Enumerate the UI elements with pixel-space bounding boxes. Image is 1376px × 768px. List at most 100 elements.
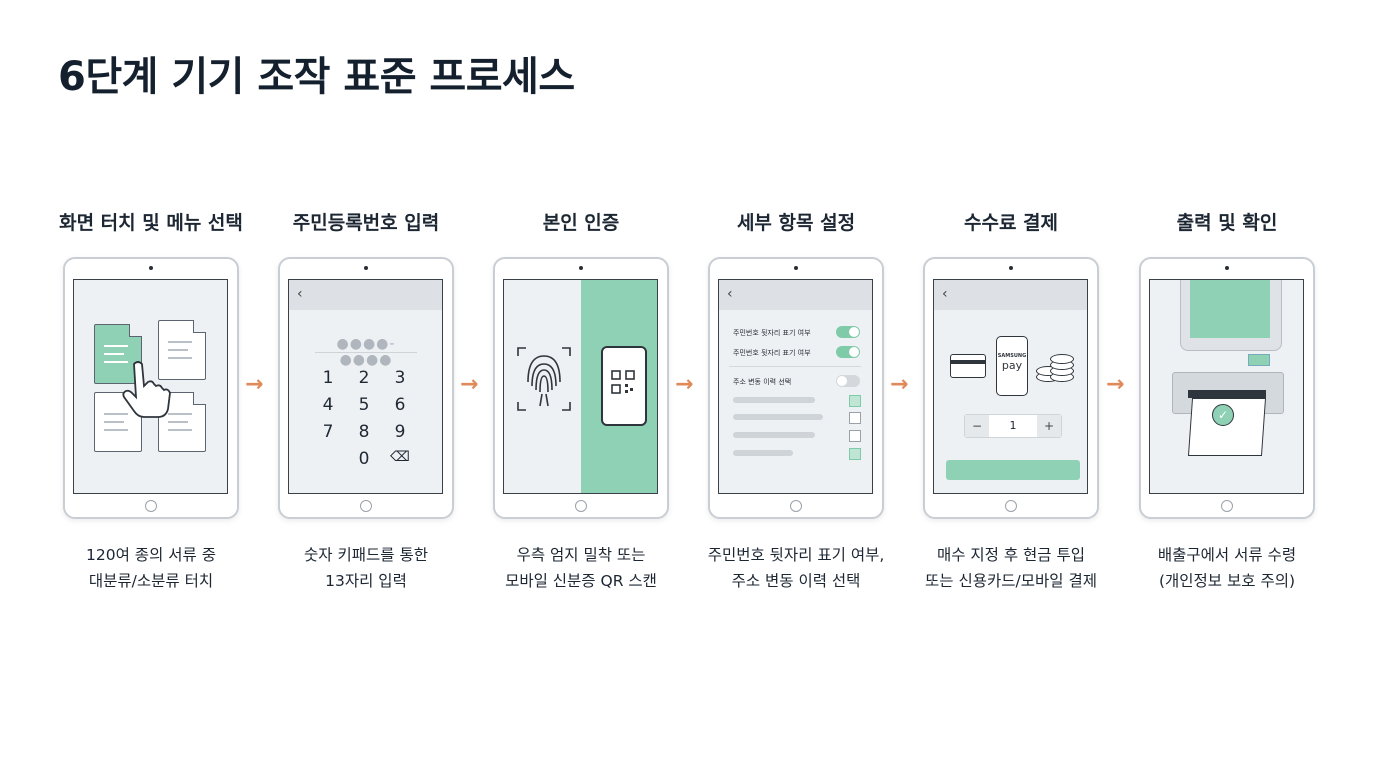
- camera-dot: [364, 266, 368, 270]
- desc-line: 또는 신용카드/모바일 결제: [925, 572, 1097, 590]
- step-description: 주민번호 뒷자리 표기 여부, 주소 변동 이력 선택: [678, 542, 914, 594]
- key-2[interactable]: 2: [358, 368, 370, 388]
- desc-line: 매수 지정 후 현금 투입: [936, 546, 1086, 564]
- checkbox[interactable]: [849, 430, 861, 442]
- page-title: 6단계 기기 조작 표준 프로세스: [58, 54, 575, 100]
- key-6[interactable]: 6: [394, 395, 406, 415]
- key-0[interactable]: 0: [358, 449, 370, 469]
- tablet: ‹ 주민번호 뒷자리 표기 여부 주민번호 뒷자리 표기 여부 주소 변동 이력…: [708, 257, 884, 519]
- tablet-screen: [73, 279, 228, 494]
- back-chevron-icon[interactable]: ‹: [727, 286, 733, 302]
- option-bar: [733, 432, 815, 438]
- toggle-on[interactable]: [836, 326, 860, 338]
- samsung-pay-icon[interactable]: SAMSUNG pay: [996, 336, 1028, 396]
- top-bar: ‹: [289, 280, 442, 310]
- desc-line: 120여 종의 서류 중: [86, 546, 216, 564]
- step-title: 화면 터치 및 메뉴 선택: [59, 212, 243, 234]
- key-9[interactable]: 9: [394, 422, 406, 442]
- tablet-screen: ‹ SAMSUNG pay − 1 +: [933, 279, 1088, 494]
- checkbox-checked[interactable]: [849, 395, 861, 407]
- checkbox-checked[interactable]: [849, 448, 861, 460]
- touch-hand-icon: [122, 361, 171, 418]
- key-5[interactable]: 5: [358, 395, 370, 415]
- check-icon: ✓: [1212, 404, 1234, 426]
- tablet-screen: ✓: [1149, 279, 1304, 494]
- arrow-right-icon: →: [675, 372, 694, 397]
- step-title: 수수료 결제: [963, 212, 1058, 234]
- quantity-value: 1: [1009, 419, 1017, 432]
- home-button[interactable]: [1221, 500, 1233, 512]
- step-5: 수수료 결제 ‹ SAMSUNG pay − 1 +: [923, 0, 1099, 768]
- desc-line: 주민번호 뒷자리 표기 여부,: [707, 546, 885, 564]
- kiosk-indicator: [1248, 354, 1270, 366]
- plus-button[interactable]: +: [1037, 415, 1061, 437]
- pay-word: pay: [1001, 359, 1023, 372]
- pin-underline: [315, 352, 417, 353]
- quantity-stepper[interactable]: − 1 +: [964, 414, 1062, 438]
- camera-dot: [149, 266, 153, 270]
- step-description: 우측 엄지 밀착 또는 모바일 신분증 QR 스캔: [463, 542, 699, 594]
- step-title: 출력 및 확인: [1176, 212, 1278, 234]
- step-title: 세부 항목 설정: [736, 212, 856, 234]
- tablet-screen: [503, 279, 658, 494]
- option-bar: [733, 450, 793, 456]
- arrow-right-icon: →: [460, 372, 479, 397]
- desc-line: 주소 변동 이력 선택: [731, 572, 861, 590]
- kiosk-screen: [1190, 280, 1270, 338]
- step-4: 세부 항목 설정 ‹ 주민번호 뒷자리 표기 여부 주민번호 뒷자리 표기 여부…: [708, 0, 885, 768]
- home-button[interactable]: [145, 500, 157, 512]
- desc-line: 13자리 입력: [325, 572, 407, 590]
- step-description: 배출구에서 서류 수령 (개인정보 보호 주의): [1109, 542, 1345, 594]
- credit-card-icon[interactable]: [950, 354, 986, 378]
- home-button[interactable]: [1005, 500, 1017, 512]
- fingerprint-icon[interactable]: [516, 346, 572, 412]
- top-bar: ‹: [719, 280, 872, 310]
- arrow-right-icon: →: [245, 372, 264, 397]
- home-button[interactable]: [575, 500, 587, 512]
- step-title: 본인 인증: [542, 212, 620, 234]
- checkbox[interactable]: [849, 412, 861, 424]
- document-icon[interactable]: [158, 320, 206, 380]
- step-description: 매수 지정 후 현금 투입 또는 신용카드/모바일 결제: [893, 542, 1129, 594]
- minus-button[interactable]: −: [965, 415, 989, 437]
- desc-line: (개인정보 보호 주의): [1158, 572, 1296, 590]
- toggle-on[interactable]: [836, 346, 860, 358]
- key-4[interactable]: 4: [322, 395, 334, 415]
- setting-label: 주민번호 뒷자리 표기 여부: [733, 329, 811, 337]
- back-chevron-icon[interactable]: ‹: [297, 286, 303, 302]
- key-1[interactable]: 1: [322, 368, 334, 388]
- setting-label: 주민번호 뒷자리 표기 여부: [733, 349, 811, 357]
- option-bar: [733, 397, 815, 403]
- camera-dot: [579, 266, 583, 270]
- pay-brand: SAMSUNG: [997, 353, 1027, 359]
- arrow-right-icon: →: [890, 372, 909, 397]
- coins-icon[interactable]: [1036, 352, 1076, 384]
- pay-button[interactable]: [946, 460, 1080, 480]
- tablet: ‹ ●●●●-●●●● 1 2 3 4 5 6 7 8 9 0 ⌫: [278, 257, 454, 519]
- tablet: [63, 257, 239, 519]
- tablet: ‹ SAMSUNG pay − 1 +: [923, 257, 1099, 519]
- key-3[interactable]: 3: [394, 368, 406, 388]
- qr-code-icon: [611, 370, 635, 394]
- step-description: 120여 종의 서류 중 대분류/소분류 터치: [33, 542, 269, 594]
- top-bar: ‹: [934, 280, 1087, 310]
- pin-placeholder: ●●●●-●●●●: [336, 336, 396, 368]
- step-description: 숫자 키패드를 통한 13자리 입력: [248, 542, 484, 594]
- tablet-screen: ‹ ●●●●-●●●● 1 2 3 4 5 6 7 8 9 0 ⌫: [288, 279, 443, 494]
- option-bar: [733, 414, 823, 420]
- home-button[interactable]: [360, 500, 372, 512]
- step-6: 출력 및 확인 ✓ 배출구에서 서류 수령 (개인정보 보호 주의): [1139, 0, 1315, 768]
- camera-dot: [1225, 266, 1229, 270]
- desc-line: 모바일 신분증 QR 스캔: [505, 572, 657, 590]
- home-button[interactable]: [790, 500, 802, 512]
- step-title: 주민등록번호 입력: [292, 212, 440, 234]
- key-7[interactable]: 7: [322, 422, 334, 442]
- back-chevron-icon[interactable]: ‹: [942, 286, 948, 302]
- key-8[interactable]: 8: [358, 422, 370, 442]
- tablet: [493, 257, 669, 519]
- toggle-off[interactable]: [836, 375, 860, 387]
- backspace-icon[interactable]: ⌫: [390, 449, 410, 465]
- step-1: 화면 터치 및 메뉴 선택 120여 종의 서류 중 대분류/소분류 터치: [59, 0, 243, 768]
- desc-line: 대분류/소분류 터치: [88, 572, 214, 590]
- step-2: 주민등록번호 입력 ‹ ●●●●-●●●● 1 2 3 4 5 6 7 8 9 …: [278, 0, 454, 768]
